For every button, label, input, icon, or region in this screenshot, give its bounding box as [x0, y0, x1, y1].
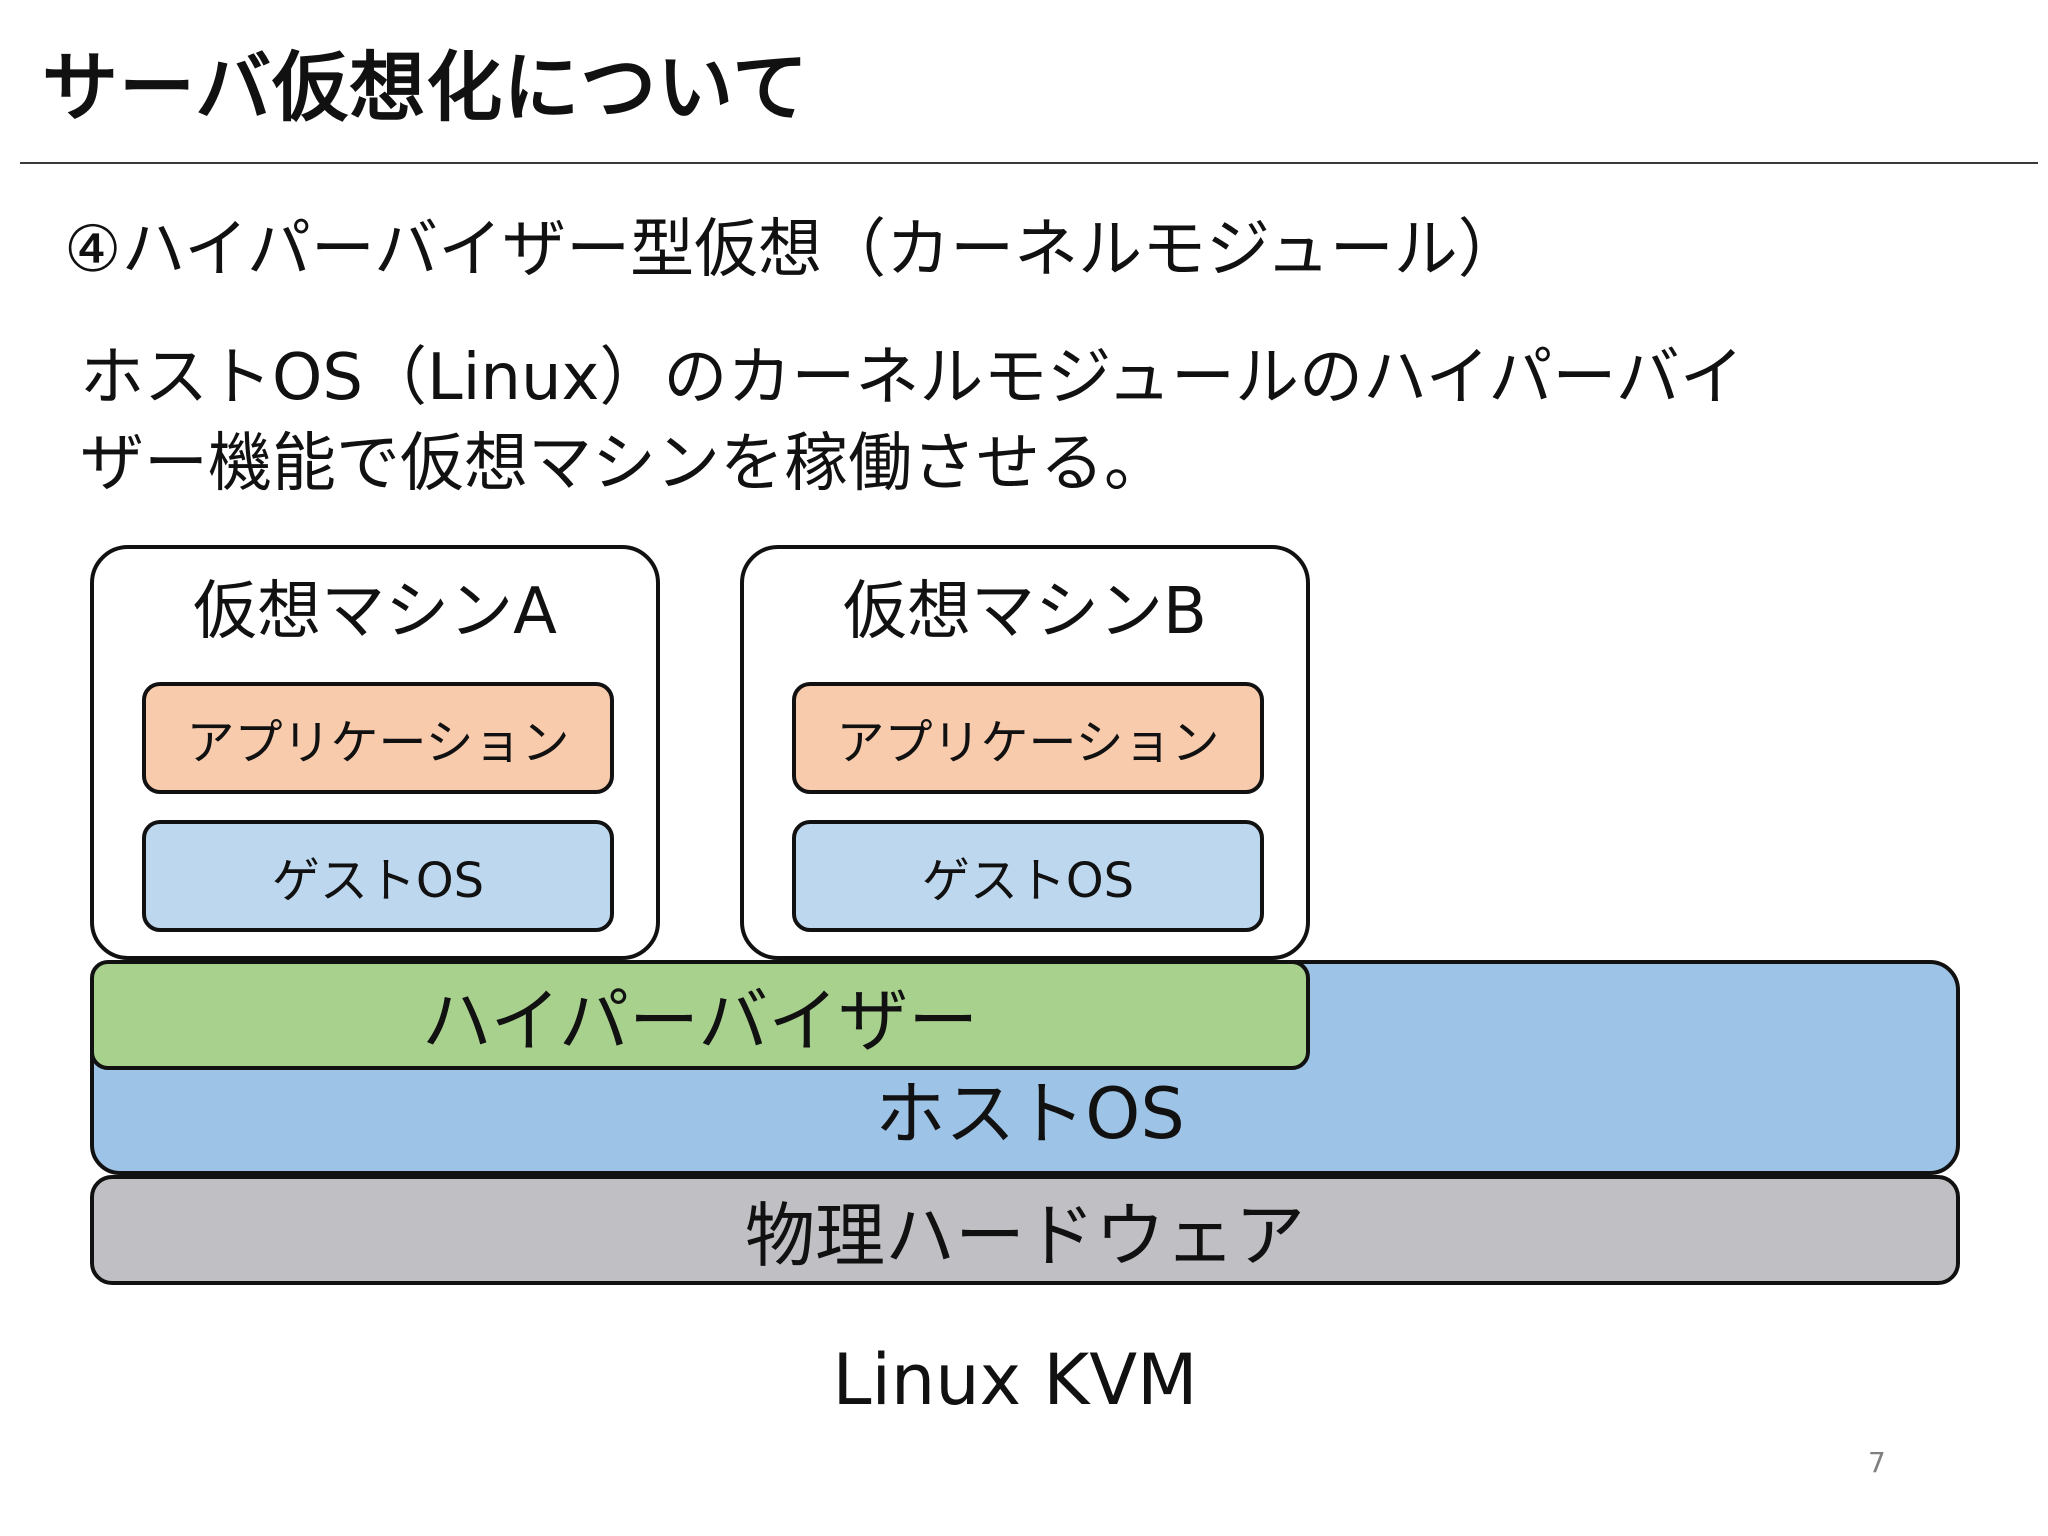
hypervisor-label: ハイパーバイザー — [421, 979, 979, 1062]
description-line-2: ザー機能で仮想マシンを稼働させる。 — [80, 427, 1168, 501]
hypervisor-layer: ハイパーバイザー — [90, 960, 1310, 1070]
vm-b-guest-os: ゲストOS — [792, 820, 1264, 932]
vm-a-title: 仮想マシンA — [193, 575, 557, 649]
diagram-caption: Linux KVM — [832, 1339, 1198, 1421]
vm-b-application: アプリケーション — [792, 682, 1264, 794]
vm-b-title: 仮想マシンB — [843, 575, 1207, 649]
hardware-label: 物理ハードウェア — [745, 1194, 1305, 1277]
host-os-label: ホストOS — [875, 1073, 1185, 1155]
vm-b-application-label: アプリケーション — [836, 715, 1220, 771]
slide-subtitle: ④ハイパーバイザー型仮想（カーネルモジュール） — [64, 213, 1522, 287]
title-divider — [20, 162, 2038, 164]
description: ホストOS（Linux）のカーネルモジュールのハイパーバイ ザー機能で仮想マシン… — [80, 335, 1744, 507]
vm-a-guest-os-label: ゲストOS — [271, 853, 485, 909]
page-number: 7 — [1868, 1446, 1886, 1479]
vm-a-application-label: アプリケーション — [186, 715, 570, 771]
slide-title: サーバ仮想化について — [42, 43, 809, 132]
hardware-layer: 物理ハードウェア — [90, 1175, 1960, 1285]
vm-b-guest-os-label: ゲストOS — [921, 853, 1135, 909]
description-line-1: ホストOS（Linux）のカーネルモジュールのハイパーバイ — [80, 341, 1744, 415]
vm-a-application: アプリケーション — [142, 682, 614, 794]
vm-a-guest-os: ゲストOS — [142, 820, 614, 932]
